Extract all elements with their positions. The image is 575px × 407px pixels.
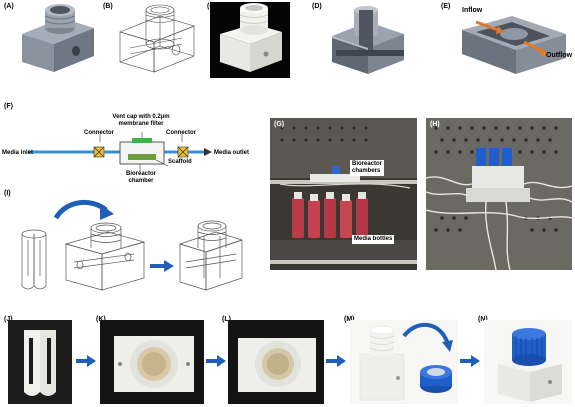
arrow-m-to-n — [460, 355, 480, 367]
panel-c-photo — [210, 2, 290, 78]
panel-label-f: (F) — [4, 103, 13, 110]
panel-l-photo — [228, 320, 324, 404]
panel-a-render — [18, 4, 98, 76]
panel-b-wireframe — [116, 4, 198, 76]
outflow-label: Outflow — [546, 52, 573, 59]
bioreactor-chamber-label: Bioreactor chamber — [125, 171, 156, 184]
inflow-label: Inflow — [462, 7, 483, 14]
panel-label-k: (K) — [96, 316, 106, 323]
bioreactor-chambers-label: Bioreactor chambers — [350, 160, 385, 176]
arrow-l-to-m — [326, 355, 346, 367]
panel-label-a: (A) — [4, 3, 14, 10]
scaffold-label: Scaffold — [168, 159, 192, 165]
panel-n-photo — [484, 320, 572, 404]
panel-label-m: (M) — [344, 316, 355, 323]
panel-m-photo — [350, 320, 458, 404]
panel-label-d: (D) — [312, 3, 322, 10]
panel-i-assembly-diagram — [14, 196, 244, 298]
panel-e-flow-section — [454, 8, 574, 78]
panel-g-photo — [270, 118, 417, 270]
arrow-k-to-l — [206, 355, 226, 367]
panel-label-h: (H) — [430, 121, 440, 128]
panel-label-l: (L) — [222, 316, 231, 323]
panel-j-photo — [8, 320, 72, 404]
panel-label-i: (I) — [4, 190, 11, 197]
media-bottles-label: Media bottles — [352, 235, 395, 244]
panel-h-photo — [426, 118, 572, 270]
panel-label-g: (G) — [274, 121, 285, 128]
panel-f-setup-diagram — [28, 132, 218, 180]
media-outlet-label: Media outlet — [214, 150, 250, 156]
panel-label-e: (E) — [441, 3, 451, 10]
panel-label-j: (J) — [4, 316, 13, 323]
vent-cap-label: Vent cap with 0.2µm membrane filter — [112, 114, 170, 127]
panel-k-photo — [100, 320, 204, 404]
panel-label-b: (B) — [103, 3, 113, 10]
panel-label-n: (N) — [478, 316, 488, 323]
media-inlet-label: Media inlet — [2, 150, 34, 156]
panel-d-section — [328, 6, 408, 76]
arrow-j-to-k — [76, 355, 96, 367]
connector-right-label: Connector — [166, 130, 196, 136]
connector-left-label: Connector — [84, 130, 114, 136]
